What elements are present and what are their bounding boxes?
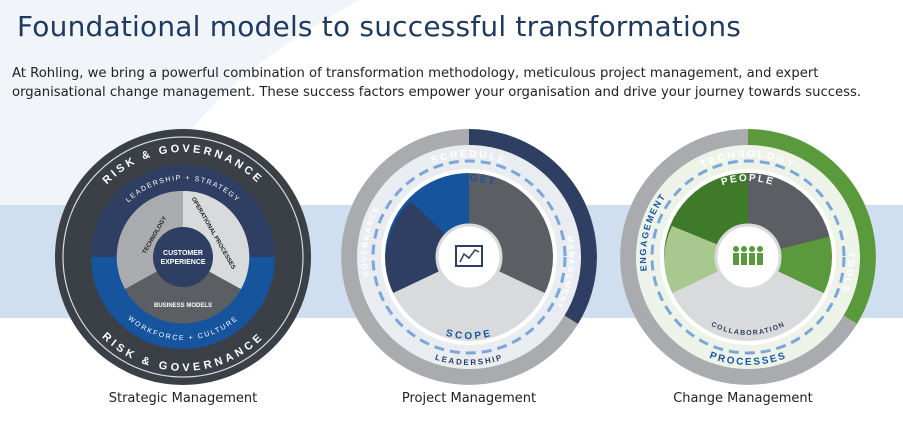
center-line2: EXPERIENCE bbox=[160, 259, 205, 266]
change-management-diagram: TECHNOLOGY TOOLS ENGAGEMENT PROCESSES PE… bbox=[620, 129, 876, 385]
segment-business-models bbox=[125, 257, 241, 324]
people-icon bbox=[733, 246, 763, 265]
page-title: Foundational models to successful transf… bbox=[17, 10, 742, 43]
puzzle-piece-light bbox=[391, 257, 547, 344]
project-caption: Project Management bbox=[401, 391, 537, 406]
budget-label: BUDGET bbox=[440, 173, 498, 189]
intro-paragraph: At Rohling, we bring a powerful combinat… bbox=[12, 66, 862, 100]
strategic-management-diagram: CUSTOMER EXPERIENCE RISK & GOVERNANCE RI… bbox=[55, 129, 311, 385]
puzzle-piece-light bbox=[670, 257, 826, 344]
center-circle bbox=[153, 227, 213, 287]
strategic-caption: Strategic Management bbox=[108, 391, 258, 406]
scope-label: SCOPE bbox=[445, 328, 494, 342]
people-label: PEOPLE bbox=[720, 173, 776, 188]
blueprint-icon bbox=[455, 245, 483, 267]
center-line1: CUSTOMER bbox=[163, 250, 203, 257]
puzzle-piece-light-green bbox=[663, 226, 748, 294]
puzzle-piece-green bbox=[748, 236, 835, 294]
segment-biz-label: BUSINESS MODELS bbox=[154, 303, 212, 309]
change-caption: Change Management bbox=[673, 391, 813, 406]
project-management-diagram: SCHEDULE MANAGEMENT GOVERNANCE LEADERSHI… bbox=[341, 129, 597, 385]
